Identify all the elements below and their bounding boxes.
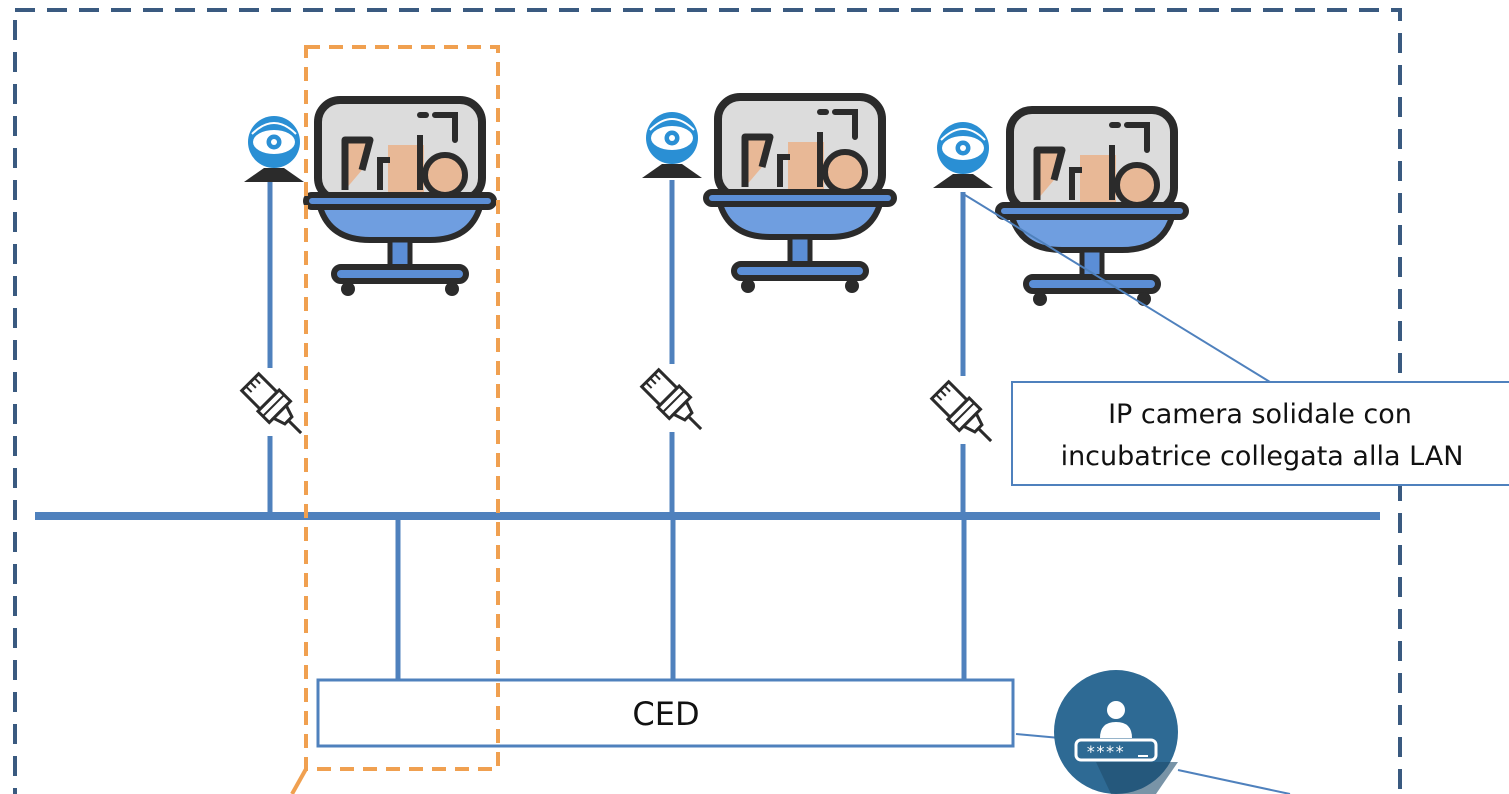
callout-leader bbox=[964, 194, 1271, 383]
user-password-icon: **** bbox=[1054, 670, 1178, 794]
ip-camera-icon bbox=[242, 114, 306, 184]
ip-camera-icon bbox=[640, 110, 704, 180]
incubator-icon bbox=[306, 100, 494, 296]
svg-text:****: **** bbox=[1086, 742, 1125, 761]
user-link-out bbox=[1177, 769, 1291, 794]
highlight-region bbox=[304, 45, 500, 771]
ethernet-connector-icon bbox=[236, 368, 314, 446]
ced-label: CED bbox=[632, 695, 699, 733]
callout-line-2: incubatrice collegata alla LAN bbox=[1061, 441, 1464, 472]
incubator-icon bbox=[998, 110, 1186, 306]
ip-camera-icon bbox=[931, 120, 995, 190]
callout-line-1: IP camera solidale con bbox=[1108, 399, 1412, 430]
ethernet-connector-icon bbox=[926, 376, 1004, 454]
highlight-leader bbox=[290, 768, 308, 794]
ethernet-connector-icon bbox=[636, 364, 714, 442]
user-link-ced bbox=[1015, 733, 1061, 739]
incubator-icon bbox=[706, 97, 894, 293]
ced-box: CED bbox=[316, 678, 1015, 748]
callout-box: IP camera solidale con incubatrice colle… bbox=[1011, 381, 1509, 486]
